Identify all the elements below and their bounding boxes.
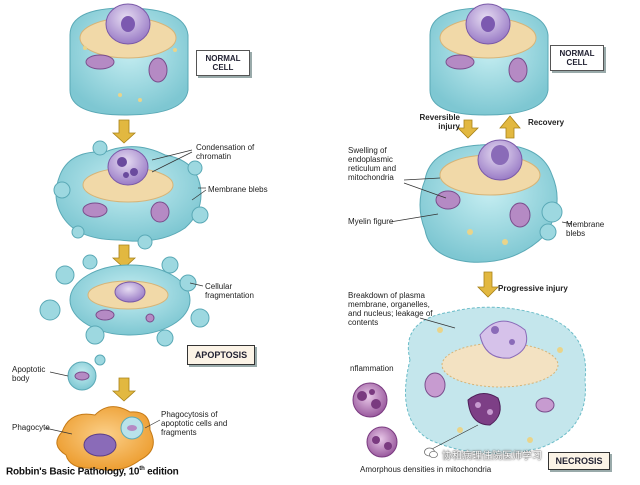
citation-credit: Robbin's Basic Pathology, 10th edition [6, 466, 179, 477]
watermark-text: 协和病理住院医师学习 [442, 451, 542, 462]
apoptosis-tag: APOPTOSIS [187, 345, 255, 365]
recovery-label: Recovery [528, 118, 565, 127]
breakdown-label: Breakdown of plasma membrane, organelles… [348, 291, 433, 327]
amorphous-densities-label: Amorphous densities in mitochondria [360, 465, 492, 474]
phagocyte-cell [56, 406, 154, 471]
arrow-progressive [477, 271, 499, 298]
normal-cell-text-left: NORMAL CELL [205, 54, 241, 72]
condensation-label: Condensation of chromatin [196, 143, 255, 161]
phagocytosis-label: Phagocytosis of apoptotic cells and frag… [161, 410, 228, 437]
credit-suffix: edition [144, 466, 179, 478]
wechat-icon [424, 447, 438, 459]
apoptosis-text: APOPTOSIS [194, 349, 248, 360]
credit-sup: th [139, 466, 145, 472]
normal-cell-label-right: NORMAL CELL [550, 45, 604, 71]
arrow-down-2 [111, 244, 137, 269]
normal-cell-text-right: NORMAL CELL [559, 49, 595, 67]
necrotic-cell [405, 306, 587, 454]
blebbing-cell [53, 140, 209, 250]
inflammation-label: nflammation [350, 364, 394, 373]
normal-cell-label-left: NORMAL CELL [196, 50, 250, 76]
apoptotic-body-label: Apoptotic body [12, 365, 46, 383]
membrane-blebs-label-left: Membrane blebs [208, 185, 268, 194]
arrow-down-1 [111, 119, 137, 144]
necrosis-text: NECROSIS [555, 455, 603, 466]
progressive-injury-label: Progressive injury [498, 284, 568, 293]
normal-cell-right [429, 3, 549, 116]
credit-text: Robbin's Basic Pathology, 10 [6, 466, 140, 478]
phagocyte-label: Phagocyte [12, 423, 50, 432]
arrow-reversible [457, 119, 479, 139]
cellular-fragmentation-label: Cellular fragmentation [205, 282, 254, 300]
arrow-recovery [499, 115, 521, 139]
swollen-cell [419, 139, 563, 263]
membrane-blebs-label-right: Membrane blebs [566, 220, 605, 238]
normal-cell-left [69, 3, 189, 116]
arrow-down-3 [111, 377, 137, 402]
fragmenting-cell [39, 254, 210, 347]
inflammatory-cells [352, 382, 398, 458]
myelin-figure-label: Myelin figure [348, 217, 394, 226]
necrosis-tag: NECROSIS [548, 452, 610, 470]
apoptotic-body [67, 354, 106, 391]
reversible-injury-label: Reversible injury [419, 113, 460, 131]
swelling-label: Swelling of endoplasmic reticulum and mi… [348, 146, 397, 182]
